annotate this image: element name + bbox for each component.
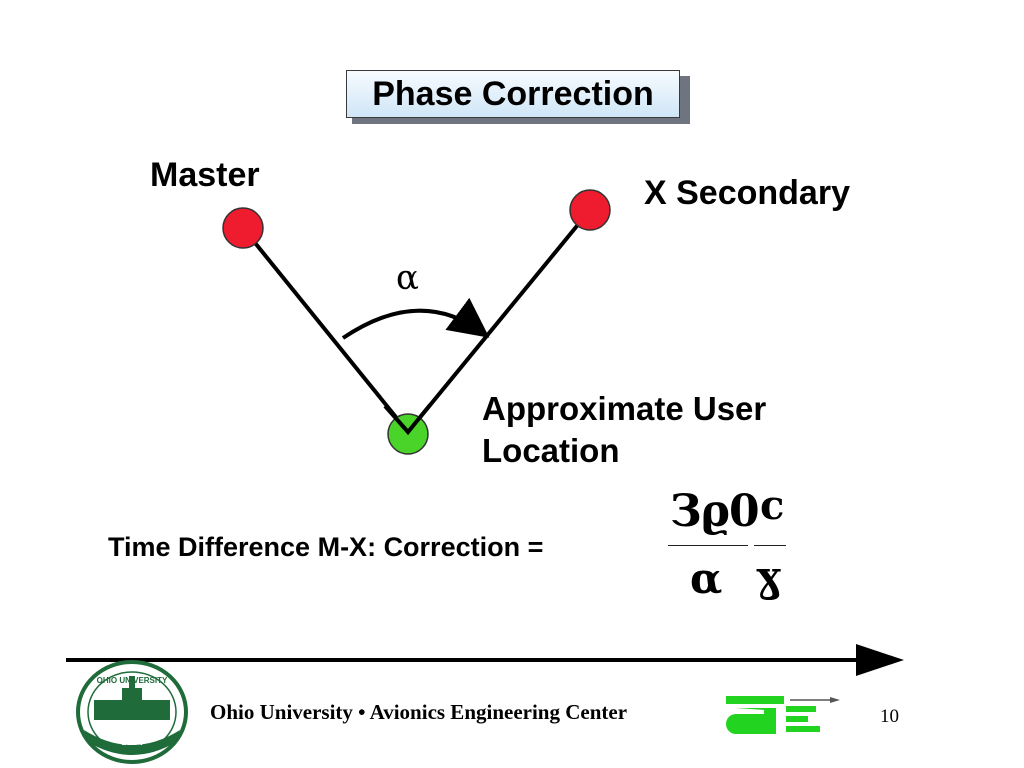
angle-arc	[341, 297, 490, 340]
formula-prefix: Time Difference M-X: Correction =	[108, 532, 544, 562]
master-label: Master	[150, 156, 260, 194]
title-box	[346, 70, 680, 118]
fraction2-bar	[754, 545, 786, 546]
secondary-station	[569, 189, 611, 231]
user-location-label-line2: Location	[482, 432, 620, 469]
page-number: 10	[880, 706, 899, 727]
footer-text: Ohio University • Avionics Engineering C…	[210, 700, 628, 724]
user-location-label: Approximate User Location	[482, 388, 766, 472]
fraction1-denominator: α	[690, 554, 723, 603]
fraction2-denominator: ɣ	[756, 552, 782, 601]
secondary-line	[406, 208, 592, 434]
ohio-university-seal	[76, 660, 188, 764]
secondary-label: X Secondary	[644, 174, 850, 212]
vertex-lines	[383, 403, 432, 436]
aec-logo	[726, 696, 840, 734]
fraction2-numerator: ϲ	[760, 482, 785, 529]
seal-year: 1804	[121, 736, 143, 748]
angle-label: α	[396, 258, 419, 298]
fraction1-numerator: Зϱ0	[670, 486, 760, 537]
fraction1-bar	[668, 545, 748, 546]
master-line	[241, 226, 410, 434]
user-location-label-line1: Approximate User	[482, 390, 767, 427]
slide-title: Phase Correction	[372, 75, 654, 113]
master-station	[222, 207, 264, 249]
seal-top-text: OHIO UNIVERSITY	[96, 676, 168, 685]
